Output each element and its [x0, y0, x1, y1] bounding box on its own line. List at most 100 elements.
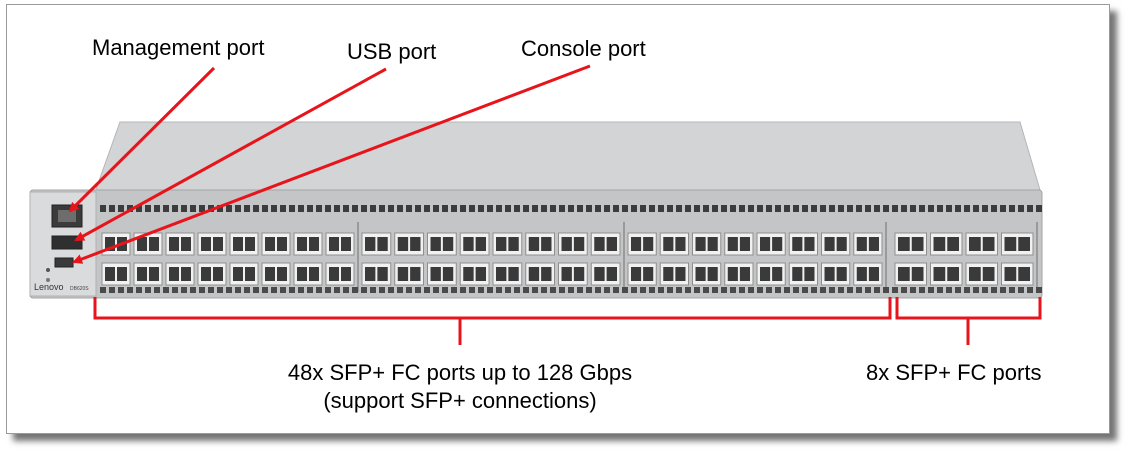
fc-port-cage [1018, 267, 1030, 281]
vent-hole [208, 287, 214, 293]
fc-port-cage [365, 237, 376, 251]
vent-hole [334, 205, 340, 212]
vent-hole [712, 287, 718, 293]
vent-hole [757, 287, 763, 293]
vent-hole [1018, 205, 1024, 212]
fc-port-cage [213, 267, 223, 281]
vent-hole [487, 205, 493, 212]
vent-hole [505, 287, 511, 293]
fc-port-cage [169, 237, 179, 251]
vent-hole [352, 287, 358, 293]
fc-port-cage [475, 267, 486, 281]
vent-hole [1018, 287, 1024, 293]
fc-port-cage [561, 267, 572, 281]
vent-hole [883, 287, 889, 293]
vent-hole [766, 287, 772, 293]
vent-hole [415, 205, 421, 212]
vent-hole [1036, 205, 1042, 212]
vent-hole [667, 287, 673, 293]
vent-hole [703, 287, 709, 293]
fc-port-cage [868, 267, 879, 281]
fc-port-cage [573, 237, 585, 251]
vent-hole [388, 287, 394, 293]
vent-hole [424, 205, 430, 212]
vent-hole [136, 205, 142, 212]
fc48-label-line1: 48x SFP+ FC ports up to 128 Gbps [287, 360, 633, 385]
vent-hole [271, 287, 277, 293]
vent-hole [604, 205, 610, 212]
vent-hole [316, 205, 322, 212]
vent-hole [181, 205, 187, 212]
fc-port-cage [377, 237, 388, 251]
vent-hole [1027, 287, 1033, 293]
fc-port-cage [594, 237, 605, 251]
fc-port-cage [463, 267, 474, 281]
fc-port-cage [1004, 237, 1017, 251]
fc-port-cage [201, 267, 211, 281]
vent-hole [802, 287, 808, 293]
vent-hole [415, 287, 421, 293]
vent-hole [955, 287, 961, 293]
vent-hole [892, 205, 898, 212]
fc-port-cage [410, 237, 421, 251]
vent-hole [136, 287, 142, 293]
fc-port-cage [201, 237, 211, 251]
fc-port-cage [804, 237, 815, 251]
status-led [46, 268, 50, 272]
vent-hole [307, 287, 313, 293]
vent-hole [496, 287, 502, 293]
vent-hole [244, 287, 250, 293]
vent-hole [145, 205, 151, 212]
vent-hole [568, 205, 574, 212]
fc-port-cage [911, 237, 924, 251]
vent-hole [532, 287, 538, 293]
console-port [54, 257, 74, 268]
vent-hole [172, 205, 178, 212]
vent-hole [820, 287, 826, 293]
vent-hole [811, 205, 817, 212]
fc-port-cage [265, 237, 275, 251]
vent-hole [379, 205, 385, 212]
vent-hole [901, 205, 907, 212]
vent-hole [1000, 205, 1006, 212]
vent-hole [325, 205, 331, 212]
vent-hole [550, 205, 556, 212]
vent-hole [622, 205, 628, 212]
fc-port-cage [898, 267, 910, 281]
fc-port-cage [430, 237, 441, 251]
fc-port-cage [265, 267, 275, 281]
fc-port-cage [430, 267, 441, 281]
vent-hole [721, 287, 727, 293]
vent-hole [613, 205, 619, 212]
fc-port-cage [947, 237, 959, 251]
vent-hole [460, 205, 466, 212]
vent-hole [424, 287, 430, 293]
vent-hole [109, 205, 115, 212]
fc-port-cage [149, 267, 159, 281]
vent-hole [550, 287, 556, 293]
vent-hole [1009, 205, 1015, 212]
fc-port-cage [277, 267, 287, 281]
vent-hole [361, 287, 367, 293]
vent-hole [766, 205, 772, 212]
vent-hole [271, 205, 277, 212]
vent-hole [181, 287, 187, 293]
fc48-label-line2: (support SFP+ connections) [323, 388, 597, 413]
fc-port-cage [117, 267, 127, 281]
vent-hole [433, 287, 439, 293]
fc-port-cage [528, 267, 540, 281]
vent-hole [109, 287, 115, 293]
fc-port-cage [695, 237, 706, 251]
vent-hole [712, 205, 718, 212]
vent-hole [334, 287, 340, 293]
vent-hole [703, 205, 709, 212]
vent-hole [919, 205, 925, 212]
fc-port-cage [911, 267, 924, 281]
fc-port-cage [496, 237, 507, 251]
vent-hole [127, 287, 133, 293]
vent-hole [307, 205, 313, 212]
vent-hole [343, 287, 349, 293]
fc-port-cage [475, 237, 486, 251]
brand-logo: Lenovo [34, 282, 64, 292]
fc-port-cage [631, 237, 642, 251]
